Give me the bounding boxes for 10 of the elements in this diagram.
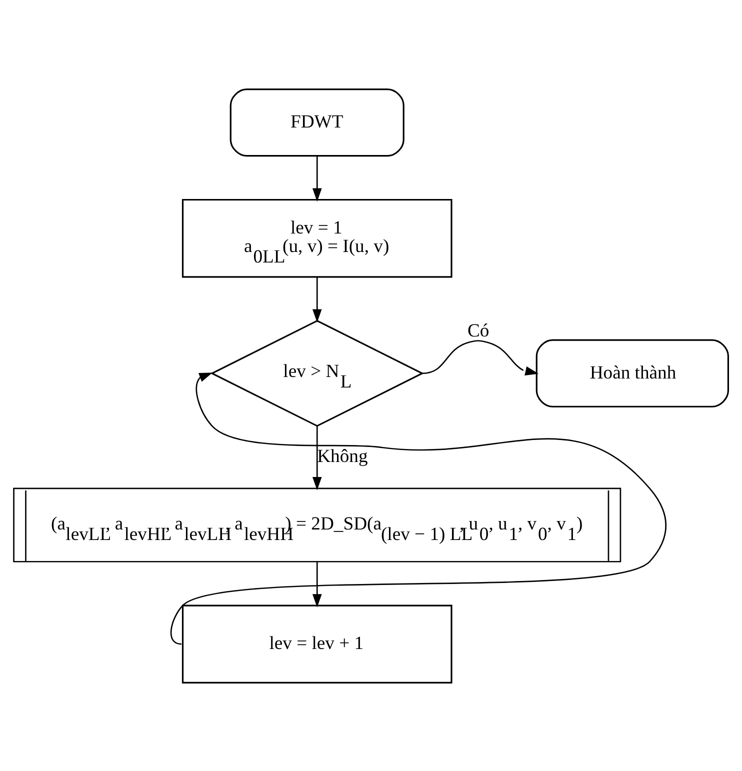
arrow (312, 156, 322, 202)
node-box: FDWT (230, 88, 404, 156)
arrow (312, 425, 322, 490)
arrow (422, 340, 539, 375)
arrow (312, 276, 322, 322)
edge-label: Có (467, 320, 490, 341)
node-box: Hoàn thành (536, 338, 729, 407)
arrow (171, 372, 666, 644)
node-box: lev = lev + 1 (182, 604, 452, 683)
arrow (312, 561, 322, 607)
